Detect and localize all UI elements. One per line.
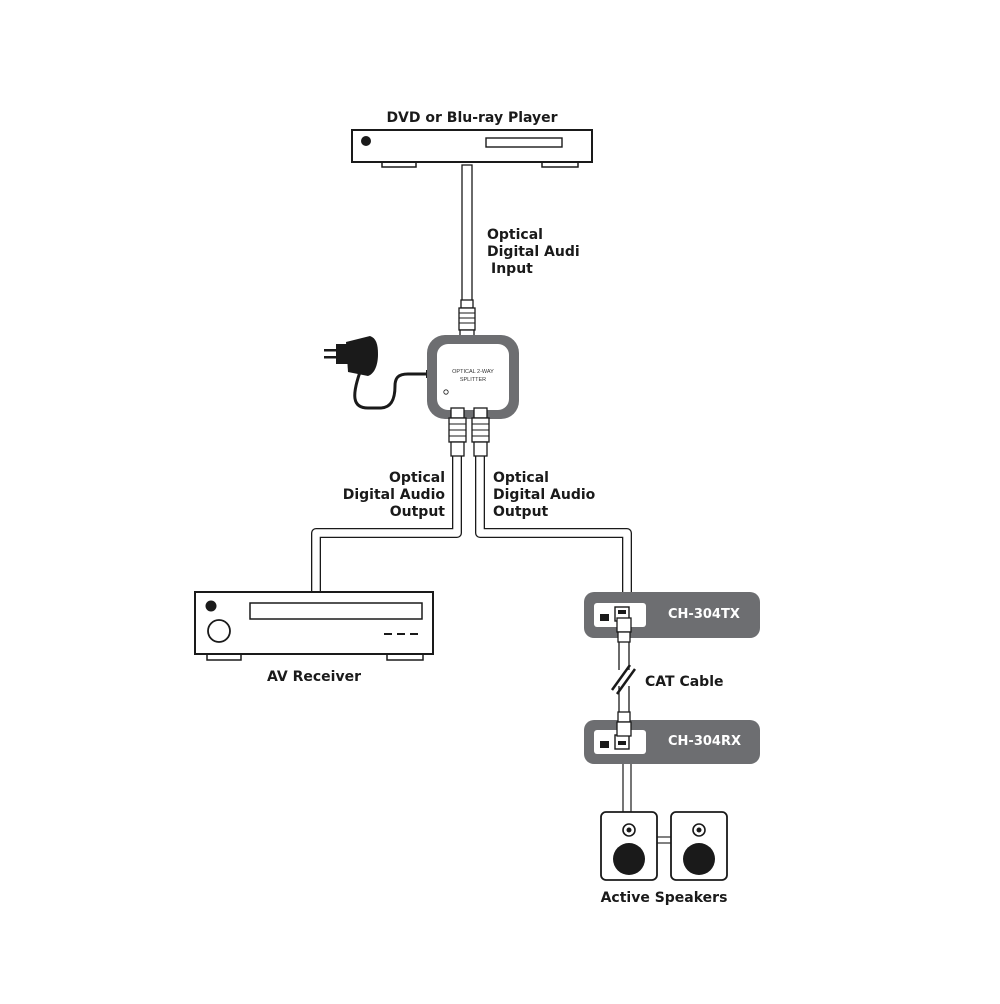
transmitter-rj45-connector (616, 617, 632, 643)
receiver-model-label: CH-304RX (668, 734, 741, 749)
cat-cable (610, 639, 638, 731)
cable-output-right (475, 455, 632, 605)
receiver-power-icon (205, 600, 217, 612)
output-right-line3: Output (493, 504, 549, 520)
speakers-title: Active Speakers (600, 890, 728, 906)
volume-knob-icon (207, 619, 231, 643)
input-label-line1: Optical (487, 227, 543, 243)
dvd-player-title: DVD or Blu-ray Player (386, 110, 558, 126)
splitter-label-line1: OPTICAL 2-WAY (452, 369, 494, 375)
splitter-label-line2: SPLITTER (460, 377, 486, 383)
cable-output-left (311, 455, 462, 595)
av-receiver (194, 591, 434, 661)
av-receiver-title: AV Receiver (267, 669, 361, 685)
output-left-line1: Optical (389, 470, 445, 486)
output-right-line1: Optical (493, 470, 549, 486)
output-connector-right (471, 407, 490, 457)
speaker-left-icon (600, 811, 658, 881)
transmitter-model-label: CH-304TX (668, 607, 740, 622)
output-left-line3: Output (389, 504, 445, 520)
cable-input (461, 164, 473, 316)
output-left-line2: Digital Audio (342, 487, 445, 503)
power-button-icon (361, 136, 371, 146)
speaker-right-icon (670, 811, 728, 881)
input-label-line3: Input (491, 261, 533, 277)
receiver-rj45-connector (616, 711, 632, 737)
input-label-line2: Digital Audi (487, 244, 580, 260)
output-right-line2: Digital Audio (493, 487, 596, 503)
output-connector-left (448, 407, 467, 457)
dvd-player (351, 129, 593, 168)
power-adapter-icon (324, 336, 438, 410)
input-connector (458, 299, 476, 341)
cat-cable-label: CAT Cable (645, 674, 724, 690)
optical-splitter: OPTICAL 2-WAY SPLITTER (427, 335, 519, 419)
